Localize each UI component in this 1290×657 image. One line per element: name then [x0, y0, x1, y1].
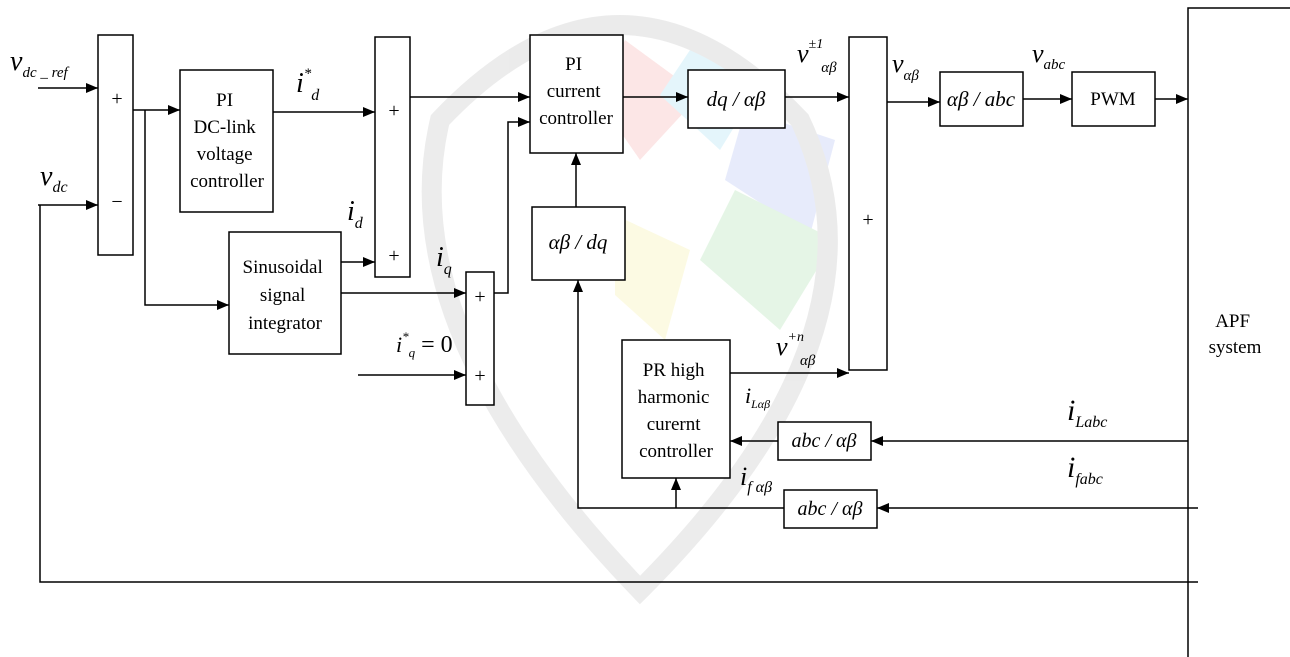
label-v-abc: vabc [1032, 39, 1066, 73]
sinusoidal-signal-integrator-block [228, 231, 342, 355]
pi-dc-link-controller-block [179, 69, 274, 213]
label-i-Labc: iLabc [1067, 394, 1107, 431]
abc-to-alphabeta-load-block [777, 421, 872, 461]
abc-to-alphabeta-filter-block [783, 489, 878, 529]
label-i-d-star: i*d [296, 66, 320, 104]
label-v-dc-ref: vdc _ ref [10, 46, 70, 81]
sum1-minus-sign: − [111, 191, 122, 213]
label-v-alphabeta: vαβ [892, 49, 919, 84]
sinusoidal-signal-integrator-label: Sinusoidal signal integrator [243, 257, 328, 334]
sum-junction-4 [848, 36, 888, 371]
pi-dc-link-controller-label: PI DC-link voltage controller [190, 90, 265, 192]
label-i-q: iq [436, 242, 452, 278]
pr-harmonic-controller-block [621, 339, 731, 479]
dq-to-alphabeta-label: dq / αβ [707, 87, 766, 111]
label-i-f-alphabeta: if αβ [740, 462, 772, 496]
signal-wires [38, 83, 1198, 583]
sum3-plus-top: + [474, 286, 485, 308]
label-i-d: id [347, 196, 364, 232]
sum1-plus-sign: + [111, 88, 122, 110]
sum3-plus-bottom: + [474, 365, 485, 387]
sum-junction-2 [374, 36, 411, 278]
alphabeta-to-abc-block [939, 71, 1024, 127]
label-i-fabc: ifabc [1067, 451, 1103, 488]
sum-junction-1 [97, 34, 134, 256]
sum2-plus-top: + [388, 100, 399, 122]
pr-harmonic-controller-label: PR high harmonic curernt controller [638, 360, 715, 462]
alphabeta-to-abc-label: αβ / abc [947, 87, 1016, 111]
apf-system-box [1187, 7, 1290, 657]
alphabeta-to-dq-block [531, 206, 626, 281]
pi-current-controller-label: PI current controller [539, 54, 614, 129]
abc-to-alphabeta-load-label: abc / αβ [792, 430, 857, 452]
label-v-dc: vdc [40, 161, 68, 196]
alphabeta-to-dq-label: αβ / dq [549, 230, 608, 254]
label-i-q-star-zero: i*q= 0 [396, 329, 453, 360]
label-i-L-alphabeta: iLαβ [745, 383, 770, 411]
abc-to-alphabeta-filter-label: abc / αβ [798, 498, 863, 520]
sum4-plus-sign: + [862, 209, 873, 231]
sum-junction-3 [465, 271, 495, 406]
dq-to-alphabeta-block [687, 69, 786, 129]
pi-current-controller-block [529, 34, 624, 154]
pwm-label: PWM [1090, 89, 1136, 110]
apf-system-label: APF system [1209, 311, 1262, 358]
sum2-plus-bottom: + [388, 245, 399, 267]
